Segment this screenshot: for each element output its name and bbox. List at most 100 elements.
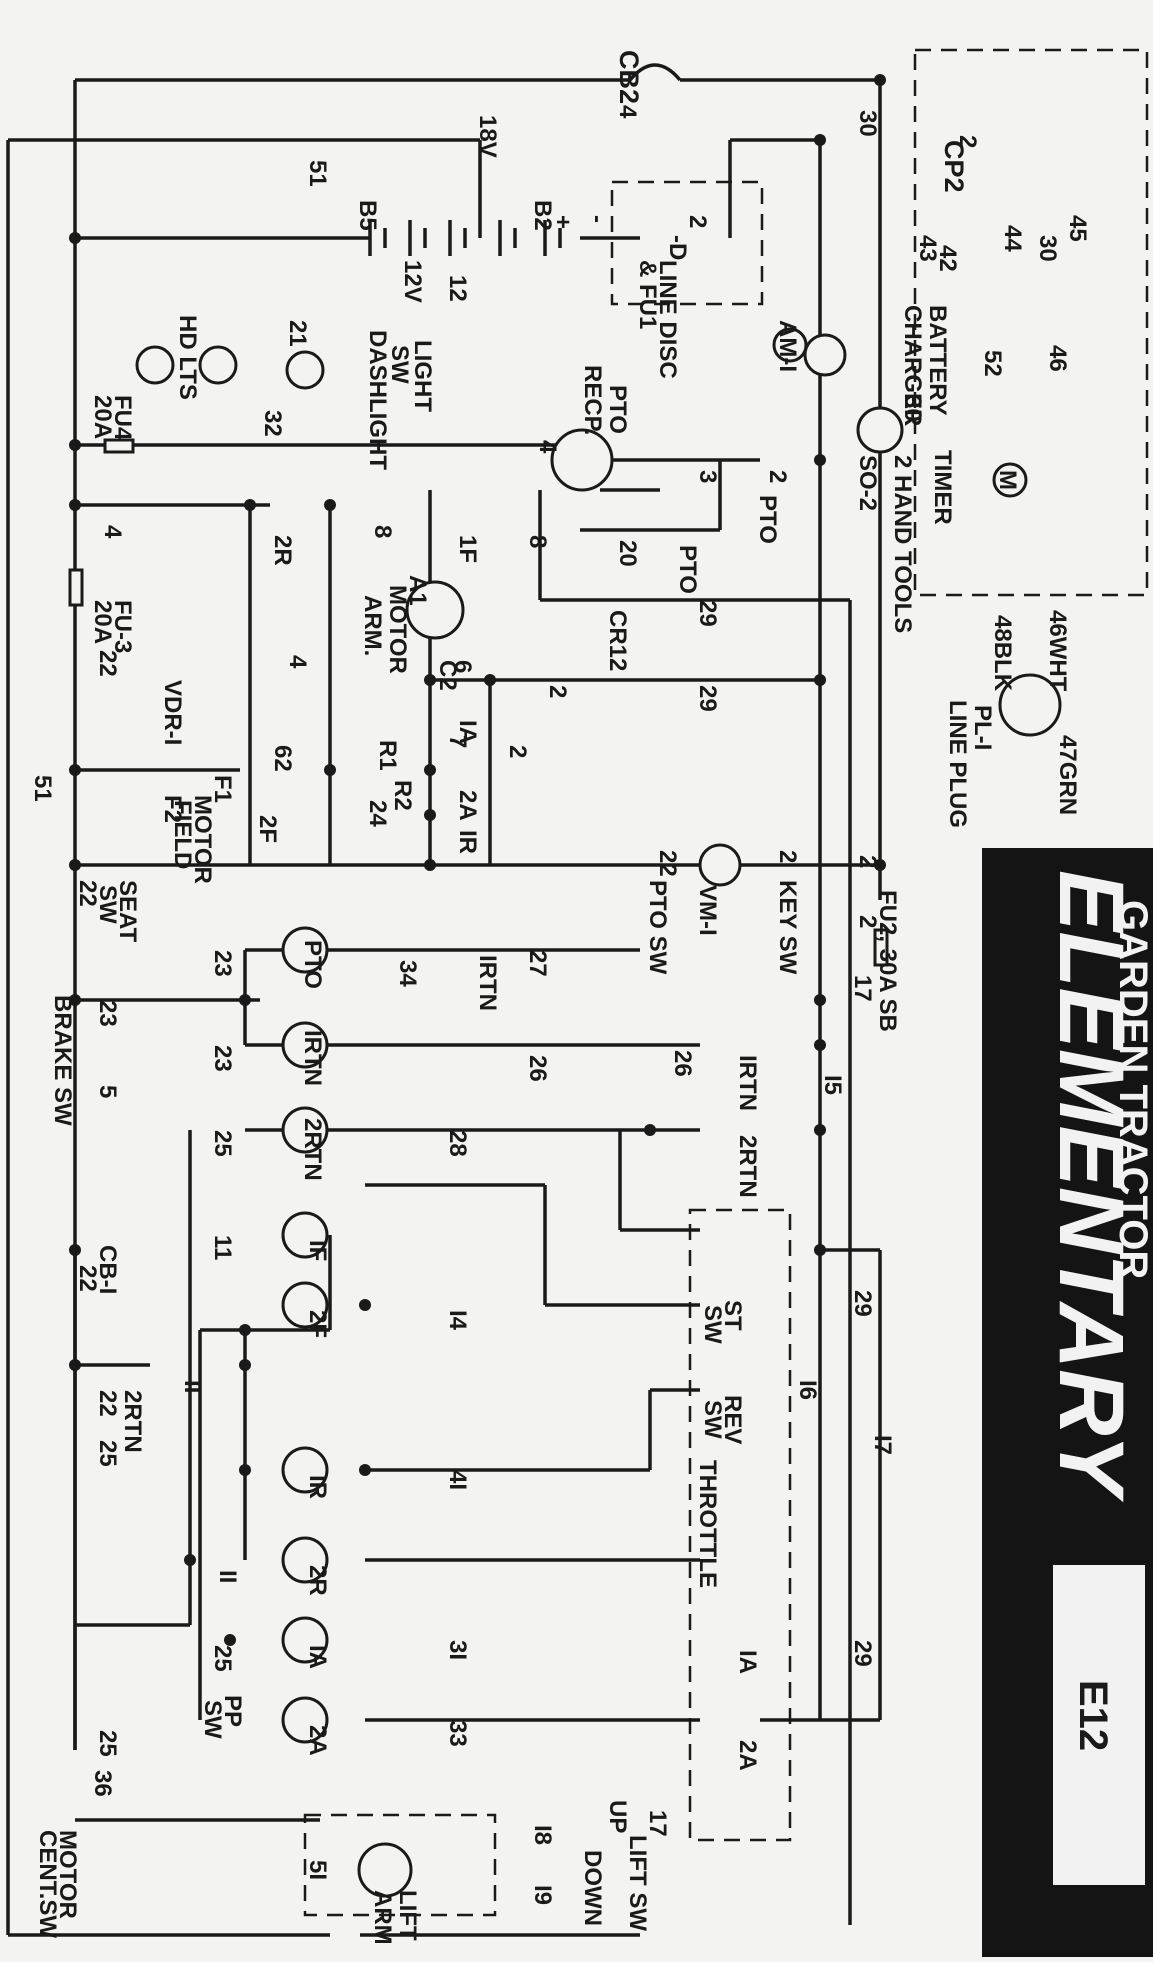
label-pl1: PL-I <box>969 705 996 750</box>
label-n22b: 22 <box>654 850 681 877</box>
label-n20: 20 <box>614 540 641 567</box>
label-timer: TIMER <box>929 450 956 525</box>
label-centsw: CENT.SW <box>34 1830 61 1938</box>
label-n1rtn3: IRTN <box>299 1030 326 1086</box>
label-vdr1: VDR-I <box>159 680 186 745</box>
1a-coil-icon <box>281 1616 329 1664</box>
label-n2a3: 2A <box>304 1725 331 1756</box>
label-n30a: 30 <box>854 110 881 137</box>
label-n22a: 22 <box>94 650 121 677</box>
label-n46wht: 46WHT <box>1044 610 1071 692</box>
label-n41: 4I <box>444 1470 471 1490</box>
label-n25d: 25 <box>94 1730 121 1757</box>
label-n29b: 29 <box>694 685 721 712</box>
label-n29a: 29 <box>694 600 721 627</box>
label-n22c: 22 <box>74 880 101 907</box>
1r-coil-icon <box>281 1446 329 1494</box>
label-n1r2: IR <box>304 1475 331 1499</box>
label-n2e: 2 <box>774 850 801 863</box>
label-so2: SO-2 <box>854 455 881 511</box>
label-n31: 3I <box>444 1640 471 1660</box>
label-n11a: 11 <box>209 1235 236 1260</box>
junction-dots <box>69 74 886 1646</box>
fu2-fuse-icon <box>873 928 889 967</box>
label-handtools: 2 HAND TOOLS <box>889 455 916 633</box>
label-n32: 32 <box>259 410 286 437</box>
banner-side-text: GARDEN TRACTOR <box>1111 900 1153 1279</box>
title-text: ELEMENTARY <box>1040 870 1142 1503</box>
label-field: FIELD <box>169 800 196 869</box>
label-dashlight: DASHLIGHT <box>364 330 391 470</box>
label-n17c: 17 <box>644 1810 671 1837</box>
label-n4d: 4 <box>284 655 311 669</box>
label-n12v: 12V <box>399 260 426 303</box>
label-n6: 6 <box>449 660 476 673</box>
timer-motor-icon <box>992 462 1028 498</box>
label-n23b: 23 <box>94 1000 121 1027</box>
label-n17a: 17 <box>849 975 876 1002</box>
label-fu3a: 20A <box>89 600 116 644</box>
label-minus: - <box>584 215 611 223</box>
label-lightsw: LIGHT <box>409 340 436 412</box>
label-n42: 42 <box>934 245 961 272</box>
label-b5: B5 <box>354 200 381 231</box>
label-stsw: SW <box>699 1305 726 1344</box>
fu3-fuse-icon <box>68 568 84 607</box>
label-f2: F2 <box>159 795 186 823</box>
label-seat: SEAT <box>114 880 141 943</box>
label-n62: 62 <box>269 745 296 772</box>
pto-receptacle-icon <box>550 428 614 492</box>
battery-charger-box <box>913 48 1149 597</box>
label-n23c: 23 <box>209 1045 236 1072</box>
label-n3: 3 <box>694 470 721 483</box>
label-n2b: 2 <box>954 135 981 148</box>
label-fu4: FU4 <box>109 395 136 441</box>
fu4-fuse-icon <box>103 438 135 454</box>
label-st: ST <box>719 1300 746 1331</box>
label-lineplug: LINE PLUG <box>944 700 971 828</box>
label-battery: BATTERY <box>924 305 951 416</box>
label-n36: 36 <box>89 1770 116 1797</box>
label-fu1: & FU1 <box>634 260 661 329</box>
label-n8a: 8 <box>369 525 396 538</box>
label-n2f: 2F <box>254 815 281 843</box>
motor-armature-icon <box>405 580 465 640</box>
label-line_d: -D <box>664 235 691 260</box>
label-n2pto: PTO <box>299 940 326 989</box>
label-charger: CHARGER <box>899 305 926 426</box>
label-n2f2: 2 <box>854 855 881 868</box>
label-rev: REV <box>719 1395 746 1444</box>
components <box>68 63 1062 1898</box>
label-pto_2: 2 <box>764 470 791 483</box>
label-vm1: VM-I <box>694 885 721 936</box>
label-throttle: THROTTLE <box>694 1460 721 1588</box>
label-n26a: 26 <box>669 1050 696 1077</box>
label-n8b: 8 <box>524 535 551 548</box>
label-n44: 44 <box>999 225 1026 252</box>
label-n51b: 51 <box>29 775 56 802</box>
voltmeter-icon <box>698 843 742 887</box>
label-n18v: 18V <box>474 115 501 158</box>
label-motorfield: MOTOR <box>189 795 216 884</box>
label-up: UP <box>604 1800 631 1833</box>
label-n11b: II <box>179 1380 206 1393</box>
label-lightsw2: SW <box>386 345 413 384</box>
label-n2f3: 2F <box>304 1310 331 1338</box>
label-n2a: 2 <box>684 215 711 228</box>
1rtn-relay-coil-icon <box>281 1021 329 1069</box>
dashlight-lamp-icon <box>285 350 325 390</box>
label-liftarm: ARM <box>369 1890 396 1945</box>
label-n4c: 4 <box>99 525 126 539</box>
throttle-switch-box <box>688 1208 792 1842</box>
label-motor: MOTOR <box>384 585 411 674</box>
label-down: DOWN <box>579 1850 606 1926</box>
label-n4a: 4 <box>614 105 641 119</box>
label-n26b: 26 <box>524 1055 551 1082</box>
am1-connector-icon <box>803 333 847 377</box>
so2-outlet-icon <box>856 406 904 454</box>
label-r1: R1 <box>374 740 401 771</box>
label-arm: ARM. <box>359 595 386 656</box>
label-pp: PP <box>219 1695 246 1727</box>
label-n2g: 2 <box>854 915 881 928</box>
